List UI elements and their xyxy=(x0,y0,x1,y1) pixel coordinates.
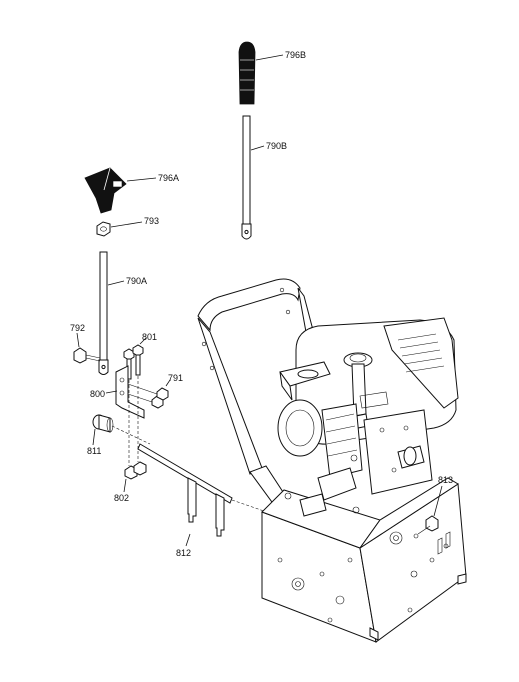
part-812-shaft xyxy=(137,443,291,537)
leader-802 xyxy=(123,478,127,493)
part-800-bracket xyxy=(115,365,145,419)
part-791-fasteners xyxy=(127,383,169,409)
leader-800 xyxy=(105,390,118,394)
part-790b-rod xyxy=(241,115,252,240)
engine xyxy=(277,317,459,517)
leader-792 xyxy=(76,332,80,348)
lower-housing xyxy=(261,477,467,643)
leader-796a xyxy=(126,177,157,182)
part-801-bolts xyxy=(123,344,144,380)
leader-796b xyxy=(255,54,284,61)
label-790a: 790A xyxy=(126,276,147,286)
label-812: 812 xyxy=(176,548,191,558)
part-796b-knob xyxy=(238,41,256,105)
label-793: 793 xyxy=(144,216,159,226)
part-793-nut xyxy=(96,221,111,237)
leader-811 xyxy=(92,428,96,446)
label-811: 811 xyxy=(87,446,101,456)
label-792: 792 xyxy=(70,323,85,333)
part-813-hardware xyxy=(413,515,439,539)
label-802: 802 xyxy=(114,493,129,503)
label-791: 791 xyxy=(168,373,183,383)
part-811-bushing xyxy=(92,414,151,445)
part-796a-handle xyxy=(84,167,127,214)
leader-791 xyxy=(165,379,171,387)
label-796a: 796A xyxy=(158,173,179,183)
label-813: 813 xyxy=(438,475,453,485)
leader-812 xyxy=(185,533,191,547)
part-792-bolt xyxy=(73,347,101,364)
leader-790a xyxy=(107,280,125,286)
leader-813 xyxy=(433,485,443,517)
leader-801 xyxy=(139,337,147,345)
part-790a-rod xyxy=(98,251,109,375)
label-800: 800 xyxy=(90,389,105,399)
label-790b: 790B xyxy=(266,141,287,151)
label-796b: 796B xyxy=(285,50,306,60)
leader-790b xyxy=(250,145,265,151)
label-801: 801 xyxy=(142,332,157,342)
leader-793 xyxy=(110,221,143,228)
